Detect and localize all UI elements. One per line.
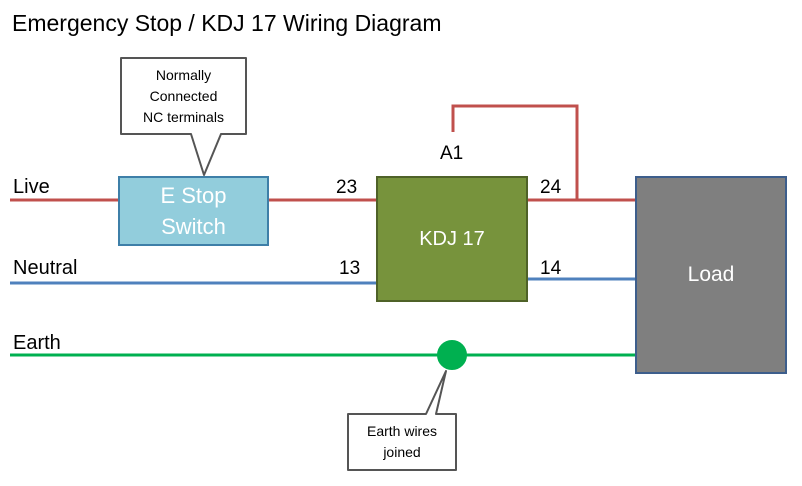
live-label: Live [13,176,50,198]
neutral-label: Neutral [13,257,78,279]
earth-callout-text: Earth wires joined [366,423,438,460]
kdj17-relay-box: KDJ 17 [376,176,528,302]
load-box: Load [635,176,787,374]
estop-switch-box: E Stop Switch [118,176,269,246]
terminal-a1-label: A1 [440,143,464,164]
terminal-14-label: 14 [540,258,562,279]
terminal-24-label: 24 [540,177,562,198]
earth-label: Earth [13,332,61,354]
a1-coil-wire [451,104,579,200]
nc-callout-text: Normally Connected NC terminals [143,66,224,125]
terminal-13-label: 13 [339,258,361,279]
earth-callout-bubble [347,370,457,471]
terminal-23-label: 23 [336,177,358,198]
earth-junction-dot [437,340,467,370]
diagram-title: Emergency Stop / KDJ 17 Wiring Diagram [12,10,442,36]
nc-callout-bubble [120,57,247,176]
